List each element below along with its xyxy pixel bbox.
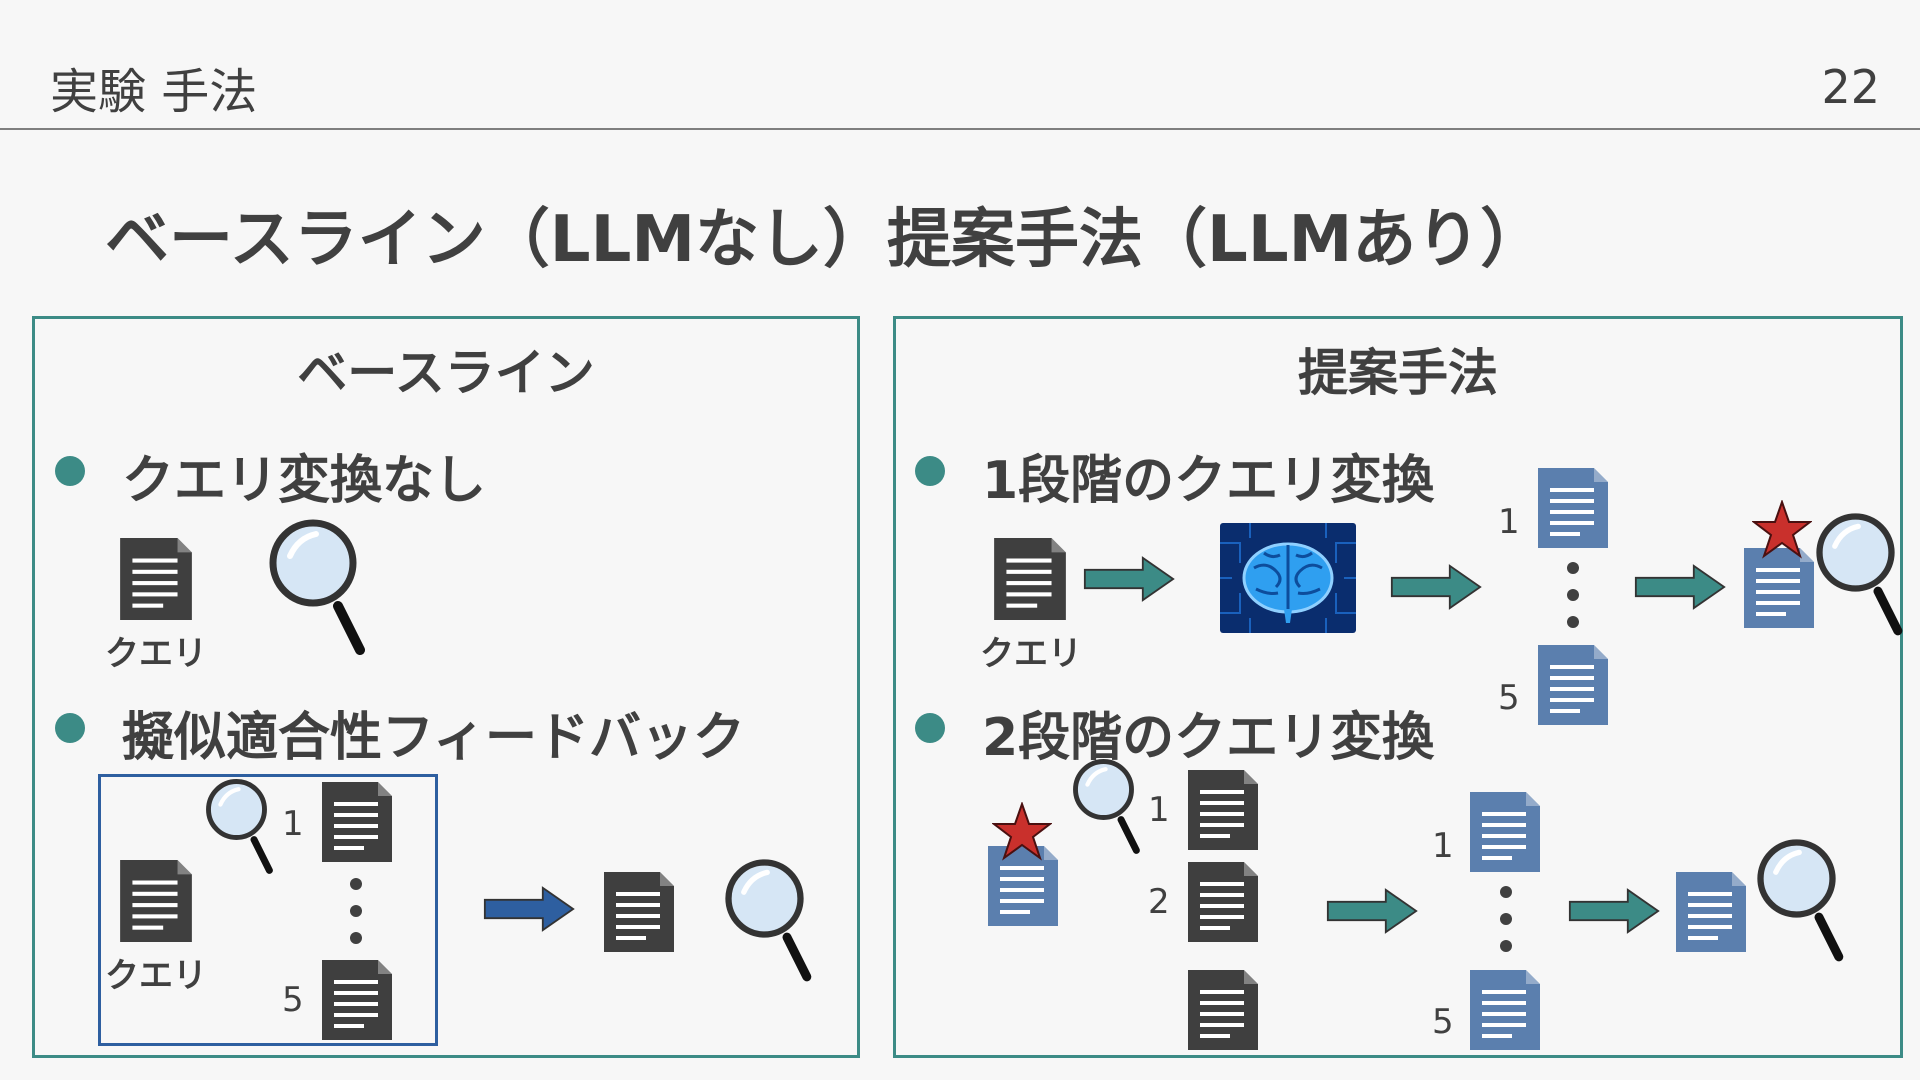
baseline-bullet2-text: 擬似適合性フィードバック bbox=[122, 708, 745, 768]
brain-chip-icon bbox=[1220, 523, 1356, 633]
document-icon bbox=[1676, 872, 1746, 952]
proposed-query-label: クエリ bbox=[980, 634, 1082, 674]
magnifier-icon bbox=[268, 518, 368, 658]
arrow-right-icon bbox=[1634, 564, 1726, 610]
feedback-box bbox=[98, 774, 438, 1046]
arrow-right-icon bbox=[1083, 556, 1175, 602]
baseline-panel-title: ベースライン bbox=[297, 344, 595, 402]
document-icon bbox=[120, 538, 192, 620]
proposed-panel-title: 提案手法 bbox=[1298, 344, 1498, 402]
document-icon bbox=[1538, 468, 1608, 548]
arrow-right-icon bbox=[483, 886, 575, 932]
baseline-bullet1-dot bbox=[55, 456, 85, 486]
baseline-query-label: クエリ bbox=[105, 634, 207, 674]
proposed-bullet1-dot bbox=[915, 456, 945, 486]
baseline-bullet1-text: クエリ変換なし bbox=[122, 451, 487, 511]
baseline-panel: ベースライン bbox=[32, 316, 860, 1058]
document-icon bbox=[1538, 645, 1608, 725]
magnifier-icon bbox=[1756, 838, 1846, 964]
magnifier-icon bbox=[1815, 512, 1905, 638]
rank-number: 2 bbox=[1148, 882, 1170, 922]
star-icon bbox=[992, 802, 1052, 862]
star-icon bbox=[1752, 500, 1812, 560]
ellipsis-dots bbox=[1496, 884, 1516, 954]
document-icon bbox=[322, 782, 392, 862]
document-icon bbox=[604, 872, 674, 952]
baseline-bullet2-dot bbox=[55, 713, 85, 743]
magnifier-icon bbox=[724, 858, 814, 984]
rank-number: 5 bbox=[1498, 678, 1520, 718]
rank-number: 1 bbox=[1432, 826, 1454, 866]
feedback-query-label: クエリ bbox=[105, 956, 207, 996]
proposed-panel: 提案手法 bbox=[893, 316, 1903, 1058]
document-icon bbox=[120, 860, 192, 942]
header-divider bbox=[0, 128, 1920, 130]
proposed-bullet2-text: 2段階のクエリ変換 bbox=[982, 708, 1435, 768]
arrow-right-icon bbox=[1390, 564, 1482, 610]
arrow-right-icon bbox=[1568, 888, 1660, 934]
document-icon bbox=[1188, 862, 1258, 942]
slide-title: ベースライン（LLMなし）提案手法（LLMあり） bbox=[105, 203, 1545, 277]
rank-number: 5 bbox=[282, 980, 304, 1020]
document-icon bbox=[1188, 970, 1258, 1050]
magnifier-icon bbox=[205, 778, 275, 876]
magnifier-icon bbox=[1072, 758, 1142, 856]
page-number: 22 bbox=[1821, 60, 1880, 114]
document-icon bbox=[994, 538, 1066, 620]
arrow-right-icon bbox=[1326, 888, 1418, 934]
document-icon bbox=[1188, 770, 1258, 850]
header-title: 実験 手法 bbox=[50, 64, 258, 120]
proposed-bullet2-dot bbox=[915, 713, 945, 743]
rank-number: 1 bbox=[282, 804, 304, 844]
ellipsis-dots bbox=[1563, 560, 1583, 630]
proposed-bullet1-text: 1段階のクエリ変換 bbox=[982, 451, 1435, 511]
document-icon bbox=[1470, 970, 1540, 1050]
ellipsis-dots bbox=[346, 876, 366, 946]
document-icon bbox=[1744, 548, 1814, 628]
rank-number: 1 bbox=[1498, 502, 1520, 542]
rank-number: 5 bbox=[1432, 1002, 1454, 1042]
document-icon bbox=[1470, 792, 1540, 872]
rank-number: 1 bbox=[1148, 790, 1170, 830]
document-icon bbox=[322, 960, 392, 1040]
